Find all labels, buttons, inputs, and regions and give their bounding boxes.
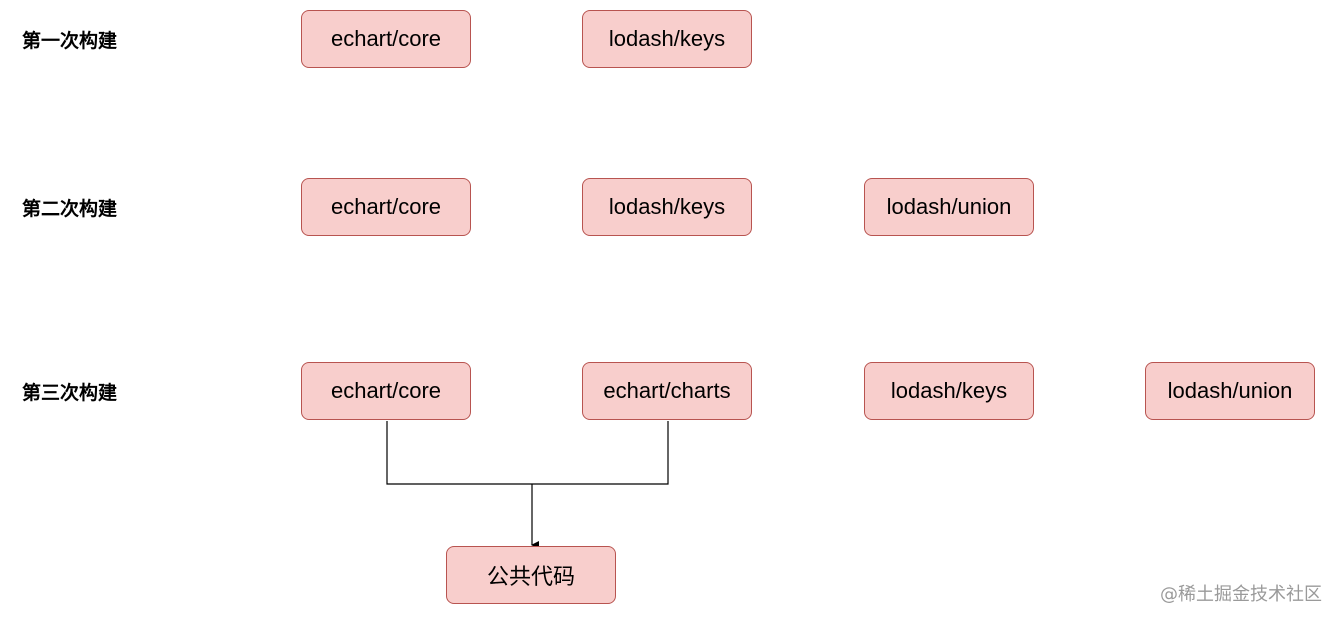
row-label-first-build: 第一次构建	[22, 30, 118, 52]
node-second-lodash-union: lodash/union	[864, 178, 1034, 236]
row-label-second-build: 第二次构建	[22, 198, 118, 220]
row-label-third-build: 第三次构建	[22, 382, 118, 404]
node-third-lodash-union: lodash/union	[1145, 362, 1315, 420]
node-second-echart-core: echart/core	[301, 178, 471, 236]
node-second-lodash-keys: lodash/keys	[582, 178, 752, 236]
node-third-echart-core: echart/core	[301, 362, 471, 420]
node-first-lodash-keys: lodash/keys	[582, 10, 752, 68]
watermark: @稀土掘金技术社区	[1160, 584, 1322, 605]
node-third-echart-charts: echart/charts	[582, 362, 752, 420]
edge-echart-core-to-common	[386, 421, 532, 485]
edge-echart-charts-to-common	[532, 421, 669, 485]
node-third-lodash-keys: lodash/keys	[864, 362, 1034, 420]
node-first-echart-core: echart/core	[301, 10, 471, 68]
node-common-code: 公共代码	[446, 546, 616, 604]
